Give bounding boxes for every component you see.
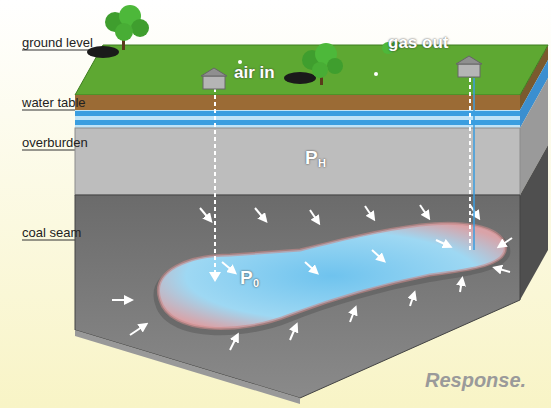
coal-seam-layer [75,195,520,398]
overburden-layer [75,128,520,195]
soil-layer [75,95,520,110]
gasification-cavity [158,223,505,328]
watermark: Response. [425,370,526,390]
ground-surface [75,45,548,95]
coal-seam-base [75,330,300,404]
pressure-symbol: P [240,268,253,287]
flow-arrows [112,205,512,350]
flow-label: gas out [388,34,448,51]
pressure-subscript: 0 [253,278,259,289]
trees [87,5,401,85]
wellhead-building [201,68,227,89]
production-well [470,78,474,250]
layer-name: overburden [22,136,88,149]
pressure-subscript: H [318,158,326,169]
wellhead-building [456,56,482,77]
flow-label: air in [234,64,275,81]
layer-name: water table [22,96,86,109]
water-table-layer [75,110,520,128]
injection-well [209,88,221,282]
layer-name: coal seam [22,226,81,239]
layer-name: ground level [22,36,93,49]
pressure-symbol: P [305,148,318,167]
